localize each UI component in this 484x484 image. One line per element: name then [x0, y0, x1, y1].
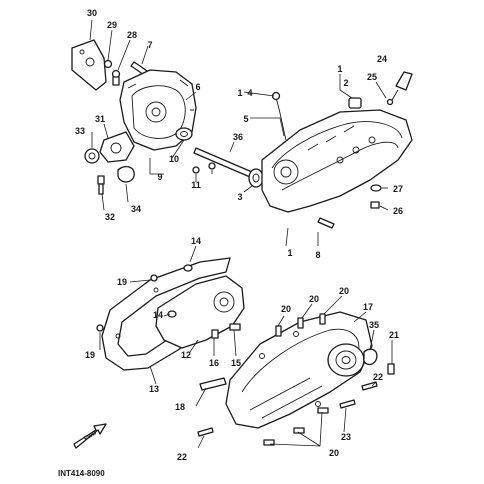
callout-11: 11	[191, 180, 201, 190]
part-21-bolt	[387, 363, 395, 375]
callout-22-right: 22	[373, 372, 383, 382]
callout-1-left: 1	[237, 88, 242, 98]
callout-1-bottom: 1	[287, 248, 292, 258]
part-29-bolt	[103, 59, 113, 69]
part-20-bolts	[263, 313, 329, 446]
part-31-pump	[99, 131, 135, 163]
callout-27: 27	[393, 184, 403, 194]
callout-31: 31	[95, 114, 105, 124]
callout-22-left: 22	[177, 452, 187, 462]
part-19-bolt-a	[150, 274, 158, 282]
callout-29: 29	[107, 20, 117, 30]
right-crankcase-half	[261, 109, 413, 213]
callout-4: 4	[247, 88, 252, 98]
callout-17: 17	[363, 302, 373, 312]
callout-7: 7	[147, 40, 152, 50]
part-2-collar	[348, 97, 362, 109]
callout-36: 36	[233, 132, 243, 142]
part-33-cap	[84, 148, 100, 164]
callout-19-left: 19	[85, 350, 95, 360]
part-35-clip	[363, 348, 378, 366]
part-30-bracket-plate	[71, 39, 107, 91]
diagram-code: INT414-8090	[58, 469, 105, 478]
callout-20-b: 20	[309, 294, 319, 304]
part-17-crankcase-cover	[225, 311, 373, 429]
callout-5: 5	[243, 114, 248, 124]
callout-1-top: 1	[337, 64, 342, 74]
callout-9: 9	[157, 172, 162, 182]
callout-20-c: 20	[339, 286, 349, 296]
callout-19-top: 19	[117, 277, 127, 287]
callout-14-top: 14	[191, 236, 201, 246]
lower-leader-lines	[99, 245, 393, 449]
callout-21: 21	[389, 330, 399, 340]
part-36-shaft	[193, 147, 253, 178]
part-16-bolt	[211, 329, 219, 339]
part-26-bolt	[370, 201, 380, 209]
callout-15: 15	[231, 358, 241, 368]
callout-10: 10	[169, 154, 179, 164]
part-28-bolt	[111, 69, 121, 86]
callout-3: 3	[237, 192, 242, 202]
part-22-bolt-a	[361, 381, 378, 391]
callout-33: 33	[75, 126, 85, 136]
callout-13: 13	[149, 384, 159, 394]
callout-6: 6	[195, 82, 200, 92]
part-13-gasket	[101, 257, 231, 371]
callout-30: 30	[87, 8, 97, 18]
callout-12: 12	[181, 350, 191, 360]
callout-28: 28	[127, 30, 137, 40]
callout-35: 35	[369, 320, 379, 330]
part-34-clip	[117, 165, 135, 183]
part-27-washer	[370, 184, 382, 192]
callout-14-mid: 14	[153, 310, 163, 320]
callout-34: 34	[131, 204, 141, 214]
part-19-bolt-b	[96, 324, 104, 332]
forward-arrow-icon: FWD	[73, 423, 107, 449]
callout-2: 2	[343, 78, 348, 88]
part-14-dowel-b	[167, 310, 177, 318]
part-24-dipstick	[386, 71, 413, 106]
part-5-pipe	[271, 91, 287, 141]
callout-16: 16	[209, 358, 219, 368]
callout-18: 18	[175, 402, 185, 412]
callout-26: 26	[393, 206, 403, 216]
callout-20-d: 20	[329, 448, 339, 458]
callout-8: 8	[315, 250, 320, 260]
callout-25: 25	[367, 72, 377, 82]
part-bearing-10	[175, 127, 193, 141]
callout-23: 23	[341, 432, 351, 442]
part-14-dowel-a	[183, 264, 193, 272]
part-11-bolts	[192, 162, 216, 174]
upper-leader-lines	[89, 19, 389, 247]
callout-numbers: 30 29 28 7 6 31 33 10 9 11 32 34 36 1 4 …	[75, 8, 403, 462]
part-3-bearing	[248, 168, 264, 188]
part-8-bolt	[317, 217, 335, 229]
callout-20-a: 20	[281, 304, 291, 314]
callout-32: 32	[105, 212, 115, 222]
part-22-bolt-b	[197, 427, 214, 437]
part-23-bolt	[339, 399, 356, 409]
part-15-bolt	[229, 323, 241, 331]
callout-24: 24	[377, 54, 387, 64]
part-18-pin	[199, 377, 227, 391]
part-32-bolt	[97, 175, 105, 195]
